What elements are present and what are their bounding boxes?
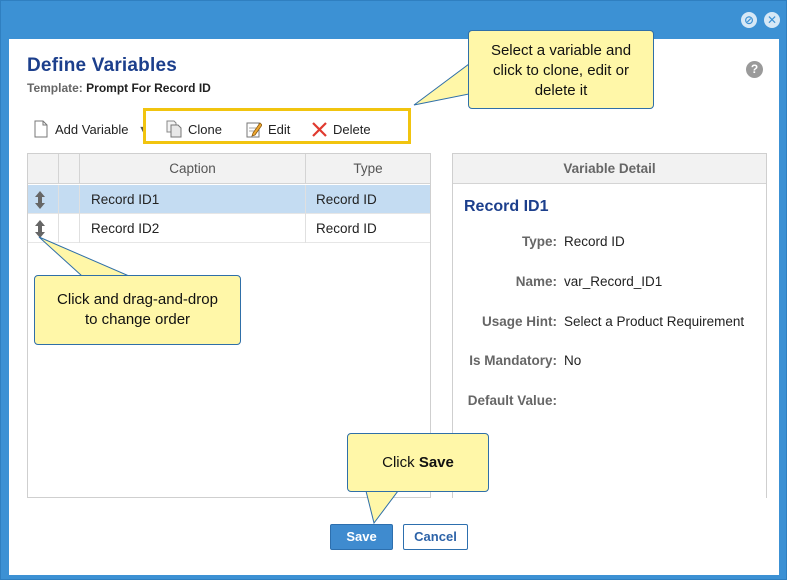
detail-value: var_Record_ID1 bbox=[564, 274, 663, 289]
detail-field-name: Name: var_Record_ID1 bbox=[453, 274, 766, 294]
type-cell: Record ID bbox=[316, 221, 377, 236]
callout-line: to change order bbox=[84, 311, 191, 328]
drag-handle-icon[interactable] bbox=[34, 220, 46, 238]
callout-line: click to clone, edit or bbox=[493, 62, 629, 79]
clone-label: Clone bbox=[188, 121, 222, 137]
callout-pointer-save bbox=[365, 491, 399, 525]
help-icon[interactable]: ? bbox=[746, 61, 763, 78]
detail-value: Record ID bbox=[564, 234, 625, 249]
variable-detail-header: Variable Detail bbox=[453, 154, 766, 184]
detail-field-type: Type: Record ID bbox=[453, 234, 766, 254]
row-divider bbox=[79, 185, 80, 214]
callout-drag-hint: Click and drag-and-drop to change order bbox=[34, 275, 241, 345]
callout-line: delete it bbox=[534, 82, 588, 99]
dialog-titlebar: ⊘ ✕ bbox=[1, 1, 786, 39]
add-variable-label: Add Variable bbox=[55, 121, 129, 137]
detail-value: Select a Product Requirement bbox=[564, 314, 745, 329]
grid-header: Caption Type bbox=[28, 154, 430, 184]
callout-pointer-drag bbox=[38, 236, 130, 277]
caption-column-header[interactable]: Caption bbox=[80, 154, 306, 184]
document-icon bbox=[34, 120, 48, 138]
row-divider bbox=[58, 185, 59, 214]
save-button[interactable]: Save bbox=[330, 524, 393, 550]
delete-label: Delete bbox=[333, 121, 371, 137]
variable-detail-title: Record ID1 bbox=[464, 198, 549, 215]
callout-bold-text: Save bbox=[418, 454, 454, 471]
clone-icon bbox=[166, 120, 182, 138]
edit-icon bbox=[246, 122, 262, 138]
row-divider bbox=[305, 214, 306, 243]
row-divider bbox=[305, 185, 306, 214]
table-row[interactable]: Record ID1 Record ID bbox=[28, 185, 430, 214]
toolbar-highlight-box bbox=[143, 108, 411, 144]
add-variable-button[interactable]: Add Variable ▼ bbox=[33, 119, 147, 139]
row-divider bbox=[79, 214, 80, 243]
type-column-header[interactable]: Type bbox=[353, 161, 383, 176]
type-cell: Record ID bbox=[316, 192, 377, 207]
close-icon[interactable]: ✕ bbox=[764, 12, 780, 28]
callout-line: Select a variable and bbox=[490, 42, 632, 59]
detail-label: Name: bbox=[515, 274, 557, 289]
detail-field-default-value: Default Value: bbox=[453, 393, 766, 413]
detail-value: No bbox=[564, 353, 582, 368]
detail-field-is-mandatory: Is Mandatory: No bbox=[453, 353, 766, 373]
callout-save-hint: Click Save bbox=[347, 433, 489, 492]
delete-button[interactable]: Delete bbox=[311, 119, 371, 139]
detail-field-usage-hint: Usage Hint: Select a Product Requirement bbox=[453, 314, 766, 334]
caption-cell: Record ID1 bbox=[91, 192, 160, 207]
detail-label: Type: bbox=[521, 234, 557, 249]
delete-x-icon bbox=[312, 122, 327, 137]
dialog-title: Define Variables bbox=[27, 55, 177, 76]
cancel-button[interactable]: Cancel bbox=[403, 524, 468, 550]
chevron-down-icon[interactable]: ▼ bbox=[138, 124, 148, 134]
row-divider bbox=[58, 214, 59, 243]
detail-label: Usage Hint: bbox=[481, 314, 557, 329]
minimize-icon[interactable]: ⊘ bbox=[741, 12, 757, 28]
drag-column-header bbox=[28, 154, 59, 184]
template-value: Prompt For Record ID bbox=[86, 81, 211, 95]
table-row[interactable]: Record ID2 Record ID bbox=[28, 214, 430, 243]
callout-toolbar-hint: Select a variable and click to clone, ed… bbox=[468, 30, 654, 109]
drag-handle-icon[interactable] bbox=[34, 191, 46, 209]
callout-text: Click bbox=[382, 454, 419, 471]
caption-cell: Record ID2 bbox=[91, 221, 160, 236]
clone-button[interactable]: Clone bbox=[166, 119, 222, 139]
variable-detail-panel: Variable Detail Record ID1 Type: Record … bbox=[452, 153, 767, 498]
select-column-header bbox=[59, 154, 80, 184]
edit-button[interactable]: Edit bbox=[246, 119, 290, 139]
dialog-content: Define Variables Template: Prompt For Re… bbox=[9, 30, 779, 575]
callout-line: Click and drag-and-drop bbox=[57, 291, 218, 308]
template-subtitle: Template: Prompt For Record ID bbox=[27, 81, 211, 95]
template-label: Template: bbox=[27, 81, 83, 95]
edit-label: Edit bbox=[268, 121, 291, 137]
detail-label: Is Mandatory: bbox=[469, 353, 557, 368]
detail-label: Default Value: bbox=[467, 393, 557, 408]
